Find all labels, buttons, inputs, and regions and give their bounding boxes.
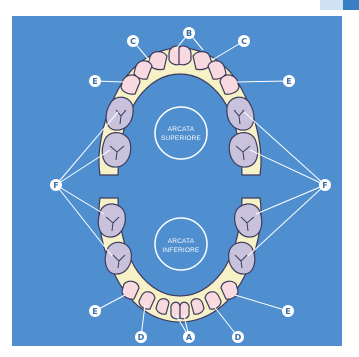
- upper-premolar-left: [120, 74, 141, 95]
- lower-canine-right: [204, 291, 222, 310]
- lower-premolar-right: [220, 280, 239, 300]
- lower-arch-label-line1: ARCATA: [168, 238, 195, 245]
- molar-groove: [109, 145, 125, 161]
- marker-f-right: F: [319, 179, 331, 191]
- lower-molar-2-right: [234, 203, 263, 238]
- lower-incisor-left: [170, 301, 181, 320]
- lower-lateral-right: [190, 298, 205, 315]
- molar-groove: [105, 216, 120, 232]
- marker-e-lower-right: E: [282, 305, 294, 317]
- svg-text:E: E: [92, 307, 97, 316]
- lower-premolar-left: [121, 280, 140, 300]
- upper-molar-2-left: [101, 132, 132, 168]
- lower-gum: [98, 197, 262, 323]
- svg-text:D: D: [138, 333, 145, 342]
- molar-groove: [112, 254, 126, 269]
- marker-e-upper-left: E: [89, 75, 101, 87]
- upper-arch-circle: [154, 106, 208, 160]
- svg-text:E: E: [286, 77, 291, 86]
- lower-arch-label-line2: INFERIORE: [162, 247, 200, 254]
- svg-text:F: F: [322, 181, 327, 190]
- marker-d-right: D: [232, 331, 244, 343]
- corner-tab: [320, 0, 359, 10]
- marker-b: B: [183, 27, 195, 39]
- svg-text:E: E: [92, 77, 97, 86]
- lower-molar-2-left: [97, 203, 126, 238]
- molar-groove: [234, 254, 248, 269]
- lower-arch-circle: [154, 217, 208, 271]
- svg-text:D: D: [235, 333, 242, 342]
- svg-text:E: E: [285, 307, 290, 316]
- marker-c-left: C: [127, 35, 139, 47]
- svg-text:B: B: [186, 29, 192, 38]
- upper-arch-label-line1: ARCATA: [168, 126, 195, 133]
- molar-groove: [240, 216, 255, 232]
- lower-canine-left: [138, 291, 156, 310]
- upper-incisor-right: [178, 45, 192, 66]
- svg-text:C: C: [130, 37, 136, 46]
- molar-groove: [235, 145, 251, 161]
- marker-e-lower-left: E: [89, 305, 101, 317]
- molar-groove: [233, 109, 245, 125]
- marker-d-left: D: [135, 331, 147, 343]
- corner-tab-accent: [343, 0, 359, 10]
- svg-text:F: F: [53, 181, 58, 190]
- lower-incisor-right: [179, 301, 190, 320]
- upper-molar-2-right: [228, 132, 259, 168]
- lower-lateral-left: [155, 298, 170, 315]
- marker-e-upper-right: E: [283, 75, 295, 87]
- lower-molar-1-left: [104, 241, 132, 275]
- upper-premolar-right: [219, 74, 240, 95]
- marker-a: A: [183, 331, 195, 343]
- lower-molar-1-right: [228, 241, 256, 275]
- svg-text:C: C: [241, 37, 247, 46]
- svg-text:A: A: [186, 333, 193, 342]
- marker-c-right: C: [238, 35, 250, 47]
- upper-arch-label-line2: SUPERIORE: [161, 135, 202, 142]
- marker-f-left: F: [50, 179, 62, 191]
